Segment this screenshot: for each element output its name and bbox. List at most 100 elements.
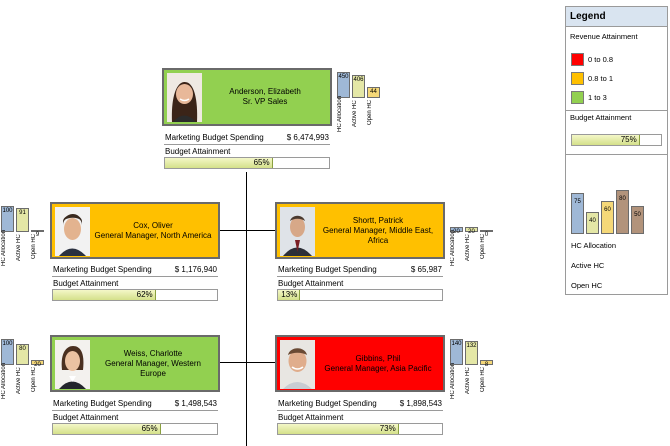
budget-attainment-value: 65%: [141, 424, 158, 433]
legend-swatch-orange: [571, 72, 584, 85]
legend-bar: 40: [586, 212, 599, 234]
marketing-budget-row: Marketing Budget Spending $ 1,176,940: [52, 264, 218, 277]
active-hc-value: 20: [468, 229, 475, 235]
budget-attainment-value: 13%: [281, 290, 298, 299]
open-hc-value: 8: [484, 362, 489, 368]
open-hc-label: Open HC: [31, 234, 37, 260]
revenue-attainment-heading: Revenue Attainment: [570, 32, 638, 41]
hc-allocation-label: HC Allocation: [1, 229, 7, 266]
budget-panel-weiss: Marketing Budget Spending $ 1,498,543 Bu…: [52, 398, 218, 435]
person-title: General Manager, Western Europe: [105, 358, 201, 378]
legend-bar-value: 80: [619, 196, 626, 202]
person-title: General Manager, North America: [94, 230, 212, 240]
legend-budget-bar: 75%: [571, 134, 662, 146]
active-hc-label: Active HC: [352, 100, 358, 127]
person-card-anderson[interactable]: Anderson, Elizabeth Sr. VP Sales: [162, 68, 332, 126]
legend-title: Legend: [566, 7, 667, 27]
legend-divider: [566, 154, 667, 155]
active-hc-value: 132: [466, 343, 477, 349]
legend-bar: 50: [631, 206, 644, 234]
active-hc-bar: 91: [16, 208, 29, 232]
hc-allocation-bar: 140: [450, 339, 463, 365]
hc-allocation-value: 140: [451, 341, 462, 347]
open-hc-value: 44: [370, 89, 377, 95]
budget-attainment-label: Budget Attainment: [278, 413, 344, 422]
legend-swatch-red: [571, 53, 584, 66]
open-hc-value: 9: [35, 232, 40, 238]
avatar: [55, 340, 90, 389]
person-title: Sr. VP Sales: [242, 97, 288, 106]
marketing-budget-label: Marketing Budget Spending: [278, 265, 377, 274]
active-hc-value: 406: [353, 77, 364, 83]
budget-attainment-bar: 62%: [52, 289, 218, 301]
active-hc-bar: 406: [352, 75, 365, 98]
budget-attainment-value: 62%: [136, 290, 153, 299]
avatar: [280, 207, 315, 256]
budget-panel-cox: Marketing Budget Spending $ 1,176,940 Bu…: [52, 264, 218, 301]
budget-attainment-fill: [165, 158, 273, 168]
marketing-budget-value: $ 6,474,993: [286, 133, 329, 142]
person-card-gibbins[interactable]: Gibbins, Phil General Manager, Asia Paci…: [275, 335, 445, 392]
hc-allocation-label: HC Allocation: [450, 229, 456, 266]
hc-allocation-label: HC Allocation: [1, 362, 7, 399]
budget-attainment-fill: [53, 290, 156, 300]
marketing-budget-row: Marketing Budget Spending $ 6,474,993: [164, 132, 330, 145]
active-hc-bar: 20: [465, 227, 478, 235]
open-hc-bar: 8: [480, 360, 493, 368]
active-hc-label: Active HC: [16, 367, 22, 394]
person-name: Weiss, Charlotte: [123, 348, 183, 358]
marketing-budget-value: $ 1,176,940: [174, 265, 217, 274]
budget-attainment-fill: [278, 424, 399, 434]
budget-attainment-fill: [53, 424, 161, 434]
budget-attainment-fill: [278, 290, 301, 300]
legend-bar-value: 60: [604, 207, 611, 213]
legend-open-hc: Open HC: [571, 281, 603, 290]
person-card-shortt[interactable]: Shortt, Patrick General Manager, Middle …: [275, 202, 445, 259]
hc-allocation-value: 100: [2, 208, 13, 214]
legend-bar: 60: [601, 201, 614, 234]
person-name: Cox, Oliver: [133, 220, 173, 230]
person-card-weiss[interactable]: Weiss, Charlotte General Manager, Wester…: [50, 335, 220, 392]
active-hc-value: 80: [19, 346, 26, 352]
org-connector-vertical: [246, 172, 247, 446]
hc-allocation-bar: 20: [450, 227, 463, 235]
hc-allocation-value: 20: [453, 229, 460, 235]
hc-allocation-label: HC Allocation: [450, 362, 456, 399]
open-hc-bar: 44: [367, 87, 380, 98]
person-card-cox[interactable]: Cox, Oliver General Manager, North Ameri…: [50, 202, 220, 259]
avatar: [167, 73, 202, 122]
person-name: Shortt, Patrick: [352, 215, 404, 225]
legend-panel: Legend Revenue Attainment 0 to 0.8 0.8 t…: [565, 6, 668, 295]
budget-attainment-heading: Budget Attainment: [570, 113, 632, 122]
open-hc-bar: 20: [31, 360, 44, 368]
open-hc-bar: 0: [480, 230, 493, 238]
budget-attainment-bar: 65%: [164, 157, 330, 169]
legend-divider: [566, 110, 667, 111]
hc-chart-weiss: 100 80 20 HC Allocation Active HC Open H…: [1, 335, 53, 399]
marketing-budget-value: $ 1,898,543: [399, 399, 442, 408]
avatar: [280, 340, 315, 389]
marketing-budget-label: Marketing Budget Spending: [278, 399, 377, 408]
legend-bar-chart: 75 40 60 80 50: [571, 172, 646, 234]
open-hc-label: Open HC: [480, 234, 486, 260]
budget-attainment-bar: 13%: [277, 289, 443, 301]
avatar: [55, 207, 90, 256]
person-name: Anderson, Elizabeth: [229, 87, 301, 96]
budget-attainment-label: Budget Attainment: [53, 279, 119, 288]
hc-allocation-bar: 450: [337, 72, 350, 98]
person-title: General Manager, Middle East, Africa: [322, 225, 434, 245]
open-hc-value: 0: [484, 232, 489, 238]
budget-attainment-label: Budget Attainment: [165, 147, 231, 156]
legend-budget-value: 75%: [620, 135, 637, 144]
marketing-budget-value: $ 65,987: [410, 265, 442, 274]
budget-attainment-label: Budget Attainment: [278, 279, 344, 288]
budget-attainment-value: 65%: [253, 158, 270, 167]
open-hc-value: 20: [34, 362, 41, 368]
hc-allocation-bar: 100: [1, 206, 14, 232]
hc-chart-cox: 100 91 9 HC Allocation Active HC Open HC: [1, 202, 53, 266]
marketing-budget-row: Marketing Budget Spending $ 65,987: [277, 264, 443, 277]
legend-bar-value: 50: [634, 212, 641, 218]
hc-allocation-value: 100: [2, 341, 13, 347]
active-hc-label: Active HC: [465, 234, 471, 261]
legend-bar: 80: [616, 190, 629, 234]
